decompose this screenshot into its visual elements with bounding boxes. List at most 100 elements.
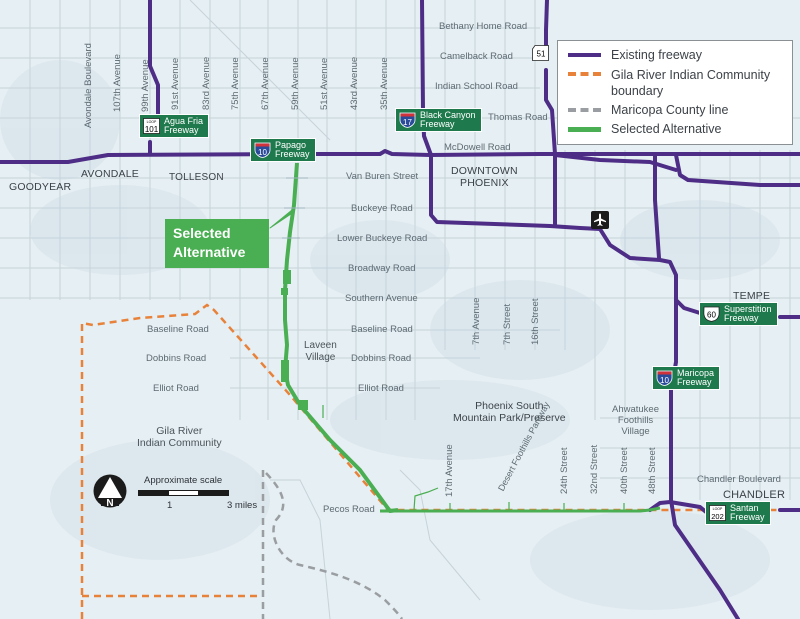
street-label-51st-ave: 51st Avenue [319, 57, 330, 110]
legend-item-county-line: Maricopa County line [568, 103, 792, 122]
svg-text:N: N [106, 498, 113, 508]
city-label-downtown-phoenix: DOWNTOWN PHOENIX [451, 165, 518, 189]
legend-item-gila-boundary: Gila River Indian Community boundary [568, 67, 792, 103]
street-label-thomas: Thomas Road [488, 112, 548, 123]
street-label-buckeye: Buckeye Road [351, 203, 413, 214]
street-label-lower-buckeye: Lower Buckeye Road [337, 233, 428, 244]
street-label-camelback: Camelback Road [440, 51, 513, 62]
street-label-16th-st: 16th Street [530, 298, 541, 345]
selected-alternative-callout: Selected Alternative [165, 219, 269, 268]
city-label-tempe: TEMPE [733, 290, 771, 302]
street-label-mcdowell: McDowell Road [444, 142, 511, 153]
street-label-7th-st: 7th Street [502, 303, 513, 345]
sign-loop-101-line2: Freeway [164, 125, 199, 135]
place-label-laveen-line2: Village [305, 351, 336, 363]
street-label-van-buren: Van Buren Street [346, 171, 419, 182]
street-label-baseline-west: Baseline Road [147, 324, 209, 335]
callout-line2: Alternative [173, 244, 246, 260]
sign-us60-line2: Freeway [724, 313, 759, 323]
sign-i10-papago-line2: Freeway [275, 149, 310, 159]
place-label-gila-line2: Indian Community [137, 437, 222, 450]
loop-101-shield-icon: LOOP 101 [143, 118, 160, 134]
interstate-17-shield-icon: 17 [399, 112, 416, 128]
street-label-dobbins-west: Dobbins Road [146, 353, 207, 364]
street-label-avondale-blvd: Avondale Boulevard [83, 43, 94, 128]
place-label-laveen-line1: Laveen [304, 340, 337, 351]
city-label-tolleson: TOLLESON [169, 172, 224, 183]
street-label-chandler-blvd: Chandler Boulevard [697, 474, 781, 485]
street-label-40th-st: 40th Street [619, 447, 630, 494]
street-label-24th-st: 24th Street [559, 447, 570, 494]
sign-us60-line1: Superstition [724, 304, 772, 314]
street-label-91st-ave: 91st Avenue [170, 57, 181, 110]
legend: Existing freeway Gila River Indian Commu… [557, 40, 793, 145]
svg-text:10: 10 [258, 148, 267, 157]
place-label-ahwatukee-line2: Foothills [617, 414, 654, 426]
svg-text:LOOP: LOOP [713, 507, 723, 511]
legend-label-selected-alternative: Selected Alternative [611, 122, 722, 136]
street-label-broadway: Broadway Road [348, 263, 416, 274]
city-label-goodyear: GOODYEAR [9, 181, 72, 193]
legend-item-existing-freeway: Existing freeway [568, 48, 792, 67]
street-label-indian-school: Indian School Road [435, 81, 518, 92]
scale-title: Approximate scale [144, 475, 223, 486]
sign-i10-maricopa-line2: Freeway [677, 377, 712, 387]
legend-label-gila-line2: boundary [611, 84, 664, 98]
street-label-43rd-ave: 43rd Avenue [349, 56, 360, 110]
legend-swatch-freeway [568, 53, 601, 57]
legend-item-selected-alternative: Selected Alternative [568, 122, 792, 141]
scale-bar-graphic [138, 490, 229, 496]
street-label-48th-st: 48th Street [647, 447, 658, 494]
us-60-shield-icon: 60 [703, 306, 720, 322]
street-label-17th-ave: 17th Avenue [444, 444, 455, 497]
street-label-75th-ave: 75th Avenue [230, 57, 241, 110]
legend-swatch-gila-boundary [568, 72, 601, 76]
sign-i10-papago-line1: Papago [275, 140, 307, 150]
street-label-elliot-west: Elliot Road [153, 383, 199, 394]
sign-i17-line1: Black Canyon [420, 110, 476, 120]
svg-text:17: 17 [403, 118, 412, 127]
scale-tick-3-miles: 3 miles [227, 500, 258, 511]
sign-loop-202-line1: Santan [730, 503, 759, 513]
place-label-gila-river: Gila River Indian Community [137, 425, 222, 449]
legend-label-gila-line1: Gila River Indian Community [611, 68, 771, 82]
sign-i10-maricopa-line1: Maricopa [677, 368, 715, 378]
street-label-7th-ave: 7th Avenue [471, 297, 482, 345]
sign-i17-line2: Freeway [420, 119, 455, 129]
svg-text:LOOP: LOOP [147, 120, 157, 124]
city-label-chandler: CHANDLER [723, 489, 786, 501]
street-label-bethany-home: Bethany Home Road [439, 21, 528, 32]
sign-loop-101-line1: Agua Fria [164, 116, 204, 126]
interstate-10-shield-icon: 10 [656, 370, 673, 386]
interstate-10-shield-icon: 10 [254, 142, 271, 158]
place-label-ahwatukee: Ahwatukee Foothills Village [612, 404, 659, 438]
street-label-pecos: Pecos Road [323, 504, 375, 515]
loop-202-shield-icon: LOOP 202 [709, 505, 726, 521]
svg-text:101: 101 [145, 125, 159, 134]
place-label-gila-line1: Gila River [156, 425, 203, 437]
legend-label-county-line: Maricopa County line [611, 103, 729, 117]
svg-text:10: 10 [660, 376, 669, 385]
scale-tick-1: 1 [167, 500, 173, 511]
airplane-icon [591, 211, 609, 229]
city-label-downtown-line1: DOWNTOWN [451, 165, 518, 177]
sign-loop-202-line2: Freeway [730, 512, 765, 522]
street-label-83rd-ave: 83rd Avenue [201, 56, 212, 110]
place-label-ahwatukee-line3: Village [621, 425, 650, 437]
street-label-35th-ave: 35th Avenue [379, 57, 390, 110]
legend-swatch-selected-alternative [568, 127, 601, 132]
svg-text:60: 60 [707, 311, 716, 320]
street-label-107th-ave: 107th Avenue [112, 54, 123, 112]
sr-51-shield-icon: 51 [532, 45, 549, 61]
legend-label-existing-freeway: Existing freeway [611, 48, 703, 62]
north-arrow-icon: N [93, 474, 127, 509]
svg-text:202: 202 [711, 512, 724, 521]
legend-swatch-county-line [568, 108, 601, 112]
street-label-59th-ave: 59th Avenue [290, 57, 301, 110]
street-label-67th-ave: 67th Avenue [260, 57, 271, 110]
